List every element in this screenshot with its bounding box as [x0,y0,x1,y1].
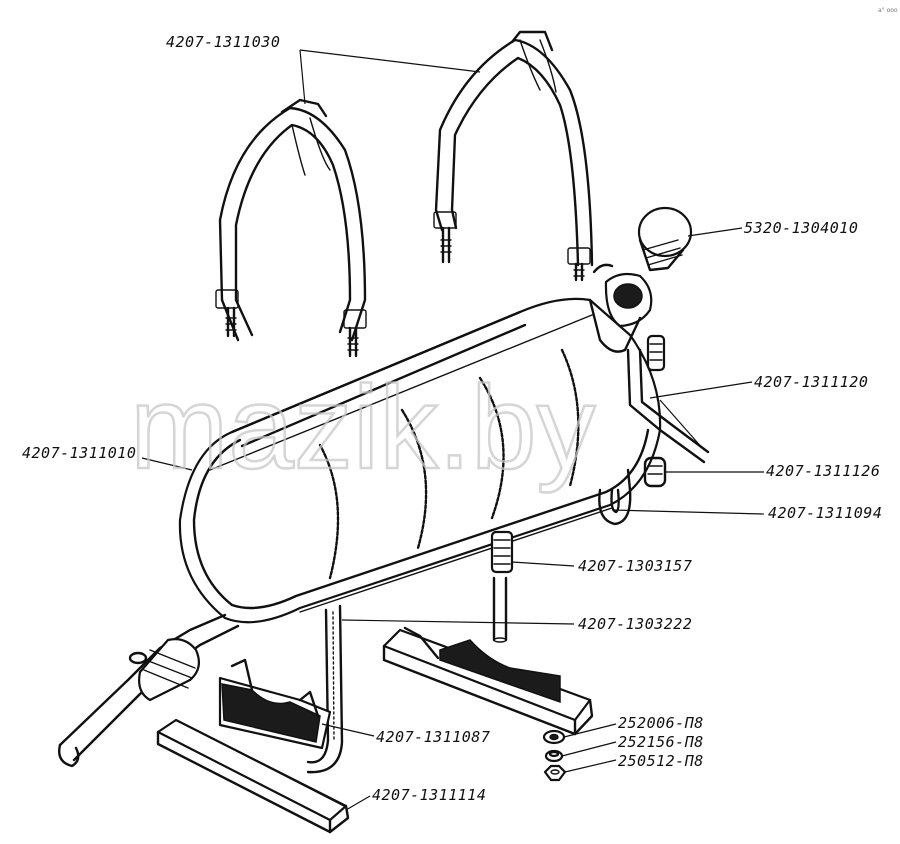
label-tank: 4207-1311010 [22,444,136,462]
callout-labels: 4207-1311030 5320-1304010 4207-1311120 4… [22,33,882,804]
support-rail-lower [156,718,350,834]
label-support: 4207-1311114 [372,786,486,804]
label-pipe: 4207-1303222 [578,615,692,633]
leader-lines [141,49,765,811]
label-tube-upper: 4207-1311120 [754,373,868,391]
label-sleeve: 4207-1311126 [766,462,880,480]
hose-pipe [490,530,514,643]
label-clamp: 4207-1311094 [768,504,882,522]
drain-pipe [306,604,344,774]
label-nut: 250512-П8 [618,752,704,770]
label-washer-a: 252006-П8 [618,714,704,732]
label-pad: 4207-1311087 [376,728,490,746]
fasteners [542,729,567,782]
watermark: mazik.by [130,362,596,494]
rubber-pad-left [218,658,332,750]
label-brackets: 4207-1311030 [166,33,280,51]
bracket-left [215,98,367,358]
label-washer-b: 252156-П8 [618,733,704,751]
tank-body [178,297,662,624]
label-cap: 5320-1304010 [744,219,858,237]
corner-mark: a° ooo [878,7,898,14]
filler-cap [588,206,693,353]
label-hose-short: 4207-1303157 [578,557,692,575]
outlet-pipe [58,613,240,768]
bracket-right [433,30,594,282]
support-rail-right [382,626,594,736]
